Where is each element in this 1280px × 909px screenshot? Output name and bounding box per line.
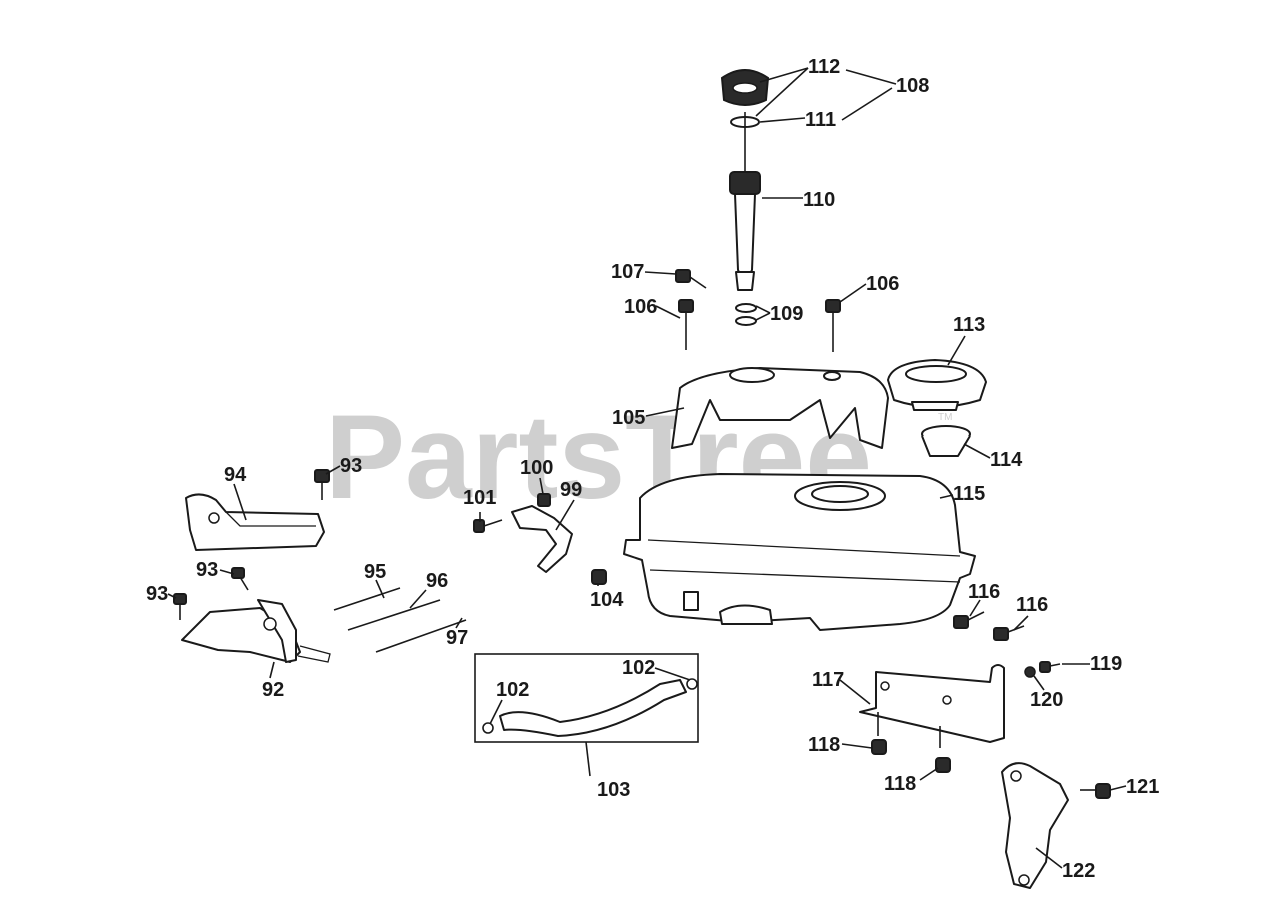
callout-122: 122 (1062, 860, 1095, 882)
leader-lines (167, 67, 1127, 869)
callout-107: 107 (611, 261, 644, 283)
fuel-line-part-103[interactable] (499, 679, 687, 737)
callout-104: 104 (590, 589, 624, 611)
callout-102-left: 102 (496, 679, 529, 701)
bolt-part-106-left[interactable] (678, 299, 694, 350)
clamp-part-102-right[interactable] (686, 678, 698, 690)
control-bracket-part-94[interactable] (185, 493, 325, 551)
callout-110: 110 (803, 189, 835, 211)
bolt-part-116-a[interactable] (953, 611, 985, 629)
callout-93-top: 93 (340, 455, 362, 477)
bolt-part-116-b[interactable] (993, 625, 1025, 641)
callout-109: 109 (770, 303, 803, 325)
spring-part-95[interactable] (333, 587, 401, 611)
callout-119: 119 (1090, 653, 1122, 675)
callout-95: 95 (364, 561, 386, 583)
callout-100: 100 (520, 457, 553, 479)
callout-106-left: 106 (624, 296, 657, 318)
screw-part-93-left[interactable] (173, 593, 187, 620)
callout-96: 96 (426, 570, 448, 592)
callout-113: 113 (953, 314, 985, 336)
callout-94: 94 (224, 464, 247, 486)
callout-115: 115 (953, 483, 985, 505)
callout-97: 97 (446, 627, 468, 649)
callout-93-mid: 93 (196, 559, 218, 581)
callout-111: 111 (805, 109, 836, 131)
fuel-cap-part-113[interactable] (887, 359, 987, 411)
callout-112: 112 (808, 56, 840, 78)
callout-93-left: 93 (146, 583, 168, 605)
bolt-part-107[interactable] (675, 269, 707, 289)
watermark-trademark: TM (938, 412, 952, 423)
screw-part-101[interactable] (473, 519, 503, 533)
nut-part-100[interactable] (537, 493, 551, 507)
lever-part-99[interactable] (511, 505, 573, 573)
nut-part-118-b[interactable] (935, 757, 951, 773)
guard-part-122[interactable] (1001, 762, 1069, 889)
callout-102-right: 102 (622, 657, 655, 679)
screw-part-93-mid[interactable] (231, 567, 249, 591)
nut-part-104[interactable] (591, 569, 607, 585)
bolt-part-119[interactable] (1039, 661, 1061, 673)
callout-108: 108 (896, 75, 929, 97)
callout-99: 99 (560, 479, 582, 501)
mounting-bracket-part-117[interactable] (859, 664, 1005, 748)
control-plate-part-92[interactable] (181, 599, 331, 663)
callout-116-a: 116 (968, 581, 1000, 603)
callout-120: 120 (1030, 689, 1063, 711)
callout-121: 121 (1126, 776, 1159, 798)
washer-part-120[interactable] (1024, 666, 1036, 678)
nut-part-118-a[interactable] (871, 739, 887, 755)
callout-106-right: 106 (866, 273, 899, 295)
callout-105: 105 (612, 407, 645, 429)
fuel-strainer-part-114[interactable] (921, 425, 971, 457)
link-part-96[interactable] (347, 599, 441, 631)
bolt-part-106-right[interactable] (825, 299, 841, 352)
callout-92: 92 (262, 679, 284, 701)
callout-114: 114 (990, 449, 1023, 471)
bolt-part-121[interactable] (1080, 783, 1111, 799)
tank-bracket-part-105[interactable] (671, 367, 889, 449)
callout-101: 101 (463, 487, 496, 509)
clamp-part-102-left[interactable] (482, 722, 494, 734)
fuel-tank-part-115[interactable] (623, 473, 976, 631)
screw-part-93-top[interactable] (314, 469, 330, 500)
callout-117: 117 (812, 669, 844, 691)
callout-103: 103 (597, 779, 630, 801)
callout-118-a: 118 (808, 734, 840, 756)
callout-118-b: 118 (884, 773, 916, 795)
gasket-part-109[interactable] (735, 303, 757, 326)
rod-part-97[interactable] (375, 619, 467, 653)
oil-fill-tube-part-110[interactable] (729, 171, 761, 291)
callout-116-b: 116 (1016, 594, 1048, 616)
dipstick-cap-part-112[interactable] (720, 69, 770, 106)
